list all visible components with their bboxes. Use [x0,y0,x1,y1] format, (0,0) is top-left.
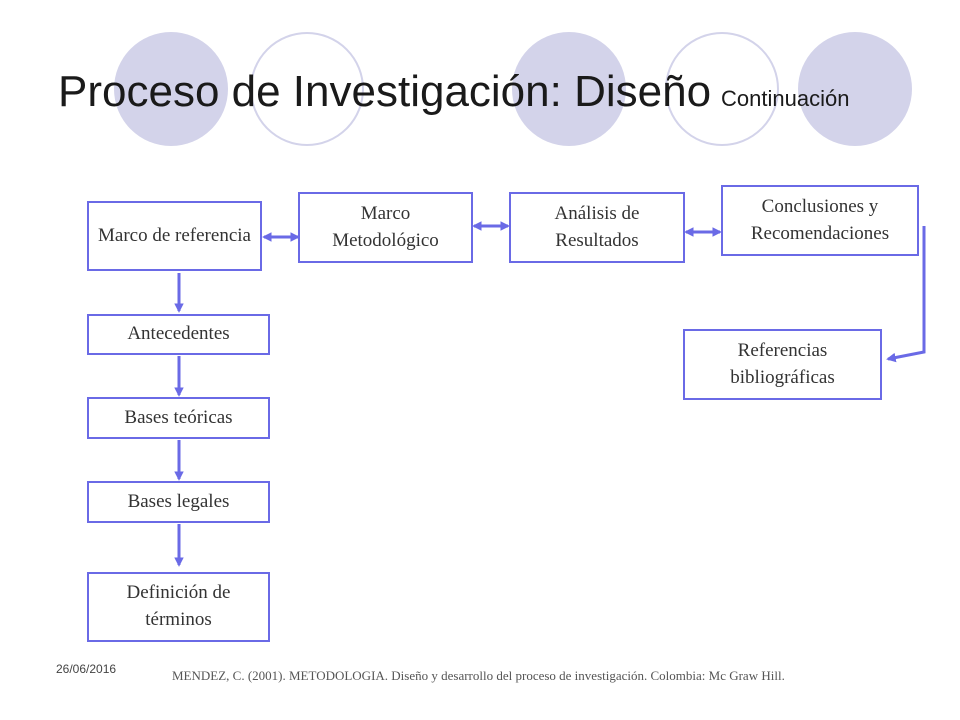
arrow-conclusiones-referencias [886,226,926,363]
node-referencias-label: Referencias bibliográficas [730,339,835,388]
node-referencias: Referencias bibliográficas [683,329,882,400]
node-definicion-terminos-label: Definición de términos [126,582,231,630]
node-analisis-resultados-label: Análisis de Resultados [554,202,640,251]
node-bases-legales-label: Bases legales [127,490,230,512]
node-marco-referencia: Marco de referencia [87,201,262,271]
slide-title-main: Proceso de Investigación: Diseño [58,67,712,116]
node-definicion-terminos: Definición de términos [87,572,270,642]
node-marco-metodologico: Marco Metodológico [298,192,473,263]
node-analisis-resultados: Análisis de Resultados [509,192,685,263]
decorative-circle-2 [250,32,364,146]
slide-date: 26/06/2016 [56,662,117,676]
node-bases-legales: Bases legales [87,481,270,523]
decorative-circle-5 [798,32,912,146]
node-antecedentes-label: Antecedentes [127,323,230,345]
citation-text: MENDEZ, C. (2001). METODOLOGIA. Diseño y… [172,668,785,683]
node-antecedentes: Antecedentes [87,314,270,355]
decorative-circle-3 [512,32,626,146]
node-marco-referencia-label: Marco de referencia [98,224,251,246]
node-conclusiones-label: Conclusiones y Recomendaciones [750,195,890,244]
slide-title-sub: Continuación [721,86,850,111]
node-bases-teoricas-label: Bases teóricas [124,406,233,428]
node-bases-teoricas: Bases teóricas [87,397,270,439]
node-conclusiones: Conclusiones y Recomendaciones [721,185,919,256]
decorative-circle-1 [114,32,228,146]
node-marco-metodologico-label: Marco Metodológico [332,202,439,251]
slide-title: Proceso de Investigación: Diseño Continua… [58,66,849,119]
decorative-circle-4 [665,32,779,146]
